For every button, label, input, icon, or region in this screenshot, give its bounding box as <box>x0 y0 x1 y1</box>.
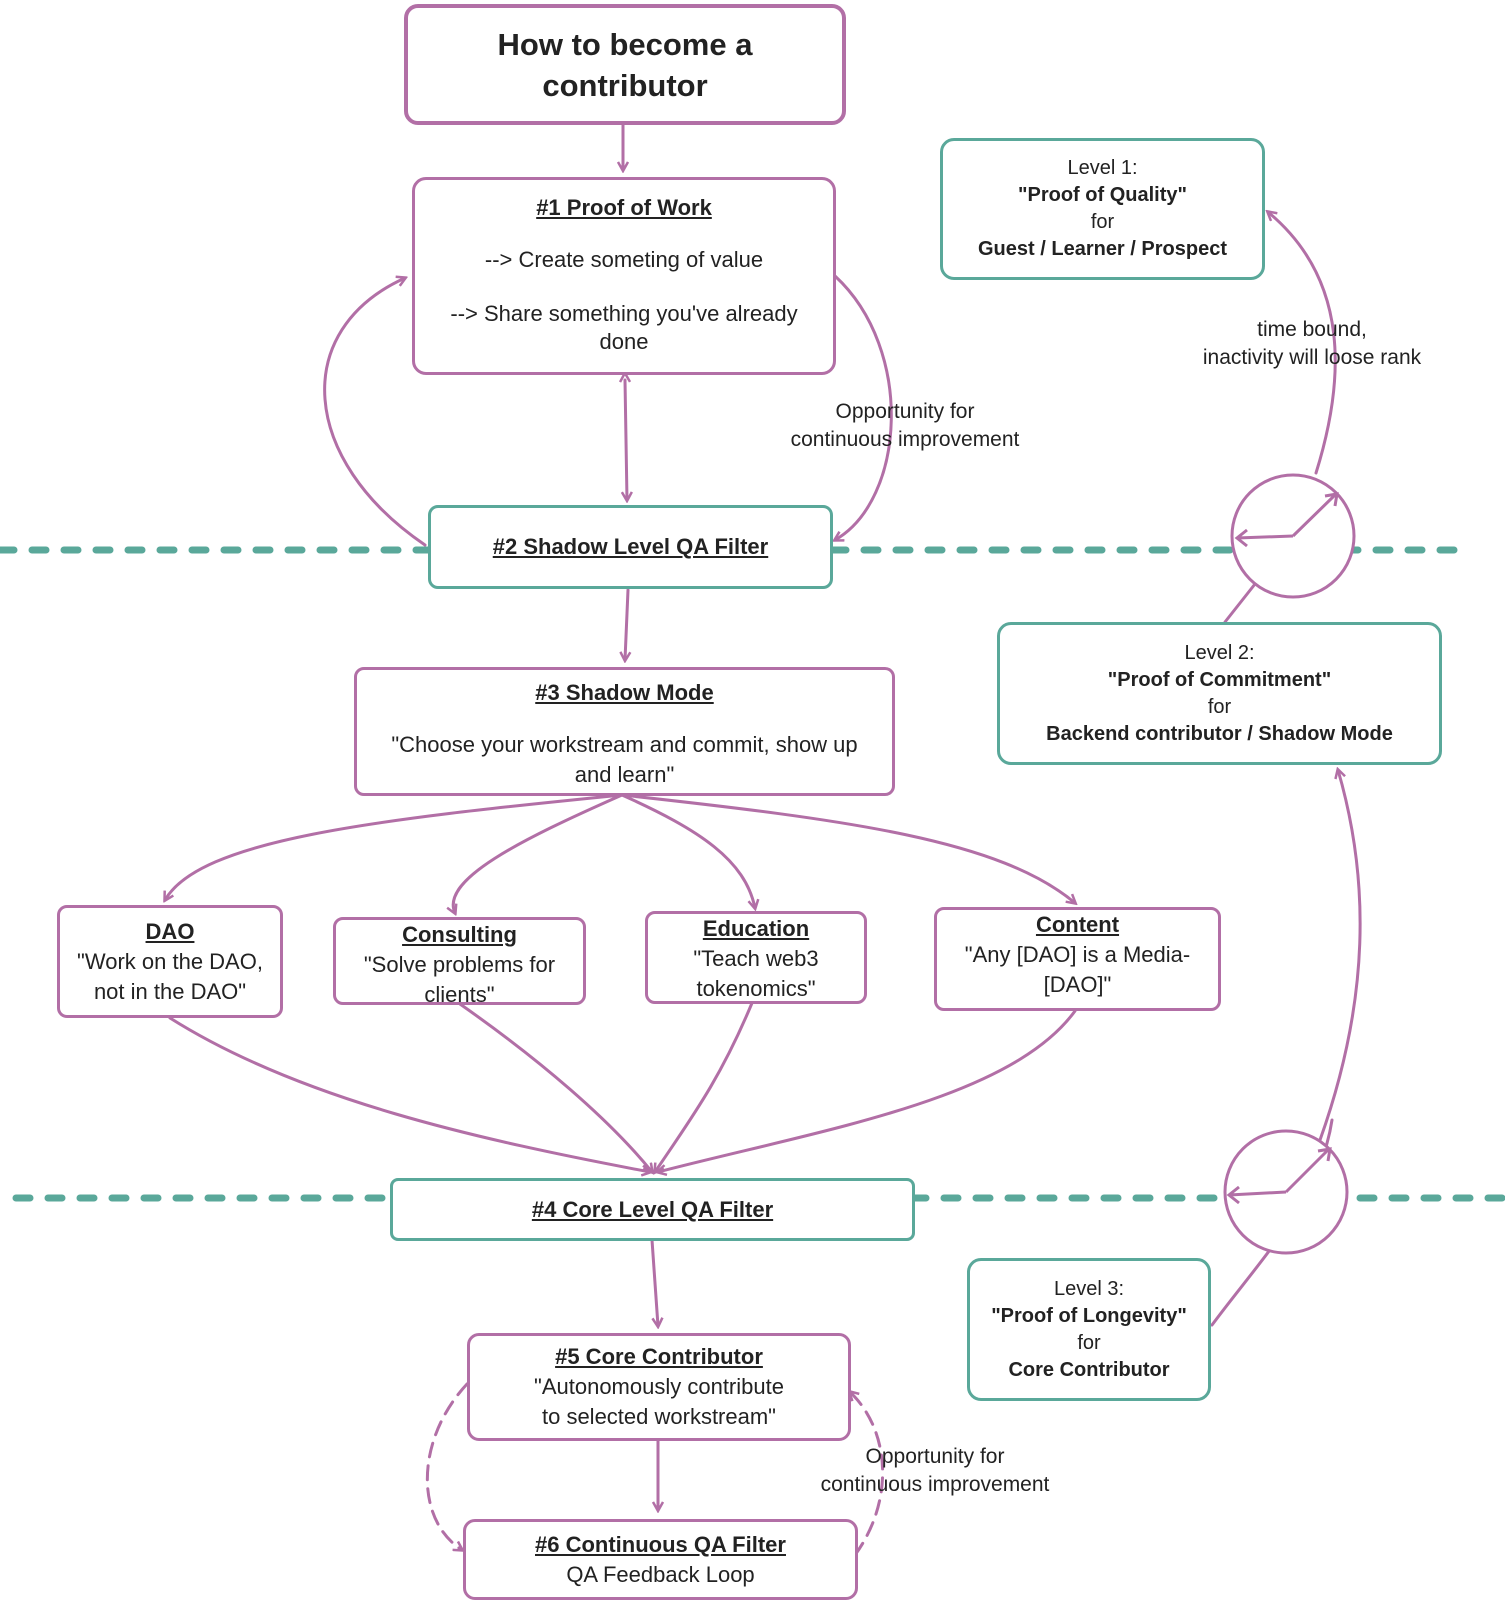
workstream-content-line1: "Any [DAO] is a Media- <box>964 942 1191 967</box>
level3-line2: "Proof of Longevity" <box>991 1304 1187 1327</box>
workstream-education-title: Education <box>702 916 810 941</box>
step1-box: #1 Proof of Work --> Create someting of … <box>412 177 836 375</box>
loop-step5-to-step6-dashed <box>425 1382 469 1550</box>
step2-title: #2 Shadow Level QA Filter <box>492 534 769 559</box>
diagram-title-line1: How to become a <box>497 26 753 62</box>
step6-title: #6 Continuous QA Filter <box>535 1531 786 1557</box>
workstream-consulting-title: Consulting <box>402 922 517 947</box>
opportunity-label-top: Opportunity for continuous improvement <box>770 398 1040 454</box>
workstream-education-line2: tokenomics" <box>696 976 816 1001</box>
level3-line4: Core Contributor <box>1008 1358 1170 1381</box>
level3-line1: Level 3: <box>1053 1277 1125 1300</box>
workstream-content-box: Content "Any [DAO] is a Media- [DAO]" <box>934 907 1221 1011</box>
step6-box: #6 Continuous QA Filter QA Feedback Loop <box>463 1519 858 1600</box>
step3-title: #3 Shadow Mode <box>535 680 714 705</box>
step4-title: #4 Core Level QA Filter <box>531 1196 774 1222</box>
workstream-content-title: Content <box>1035 912 1120 937</box>
level3-box: Level 3: "Proof of Longevity" for Core C… <box>967 1258 1211 1401</box>
level2-line1: Level 2: <box>1184 641 1255 664</box>
clock-icon <box>1223 1129 1349 1255</box>
workstream-content-line2: [DAO]" <box>1043 972 1112 997</box>
step6-line1: QA Feedback Loop <box>566 1561 755 1587</box>
level1-box: Level 1: "Proof of Quality" for Guest / … <box>940 138 1265 280</box>
step4-box: #4 Core Level QA Filter <box>390 1178 915 1241</box>
workstream-dao-line2: not in the DAO" <box>93 978 247 1004</box>
level1-line3: for <box>1090 211 1115 233</box>
opportunity-label-top-line1: Opportunity for <box>835 400 975 423</box>
step5-title: #5 Core Contributor <box>555 1344 763 1369</box>
workstream-consulting-line2: clients" <box>424 982 495 1007</box>
arrow-step1-step2 <box>625 380 627 500</box>
loop-step2-to-step1 <box>323 278 427 547</box>
arrow-step2-to-step3 <box>625 588 628 660</box>
step1-title: #1 Proof of Work <box>536 195 712 220</box>
opportunity-label-bottom: Opportunity for continuous improvement <box>800 1443 1070 1499</box>
opportunity-label-bottom-line1: Opportunity for <box>865 1445 1005 1468</box>
workstream-dao-box: DAO "Work on the DAO, not in the DAO" <box>57 905 283 1018</box>
step3-line1: "Choose your workstream and commit, show… <box>391 732 858 757</box>
time-bound-label: time bound, inactivity will loose rank <box>1172 316 1452 372</box>
arrow-step3-to-dao <box>165 793 624 900</box>
level2-line2: "Proof of Commitment" <box>1107 668 1332 691</box>
arrow-step3-to-education <box>620 793 755 908</box>
step1-line2: --> Share something you've already <box>450 301 798 326</box>
workstream-dao-line1: "Work on the DAO, <box>77 948 263 974</box>
clock-icon <box>1230 473 1356 599</box>
loop-step1-to-step2 <box>835 274 893 540</box>
workstream-dao-title: DAO <box>145 918 195 944</box>
level2-line4: Backend contributor / Shadow Mode <box>1046 722 1393 745</box>
workstream-consulting-line1: "Solve problems for <box>363 952 556 977</box>
step5-line1: "Autonomously contribute <box>534 1374 784 1399</box>
loop-step6-to-step5-dashed <box>850 1392 884 1557</box>
arrow-step4-to-step5 <box>650 1238 658 1326</box>
opportunity-label-bottom-line2: continuous improvement <box>820 1473 1050 1496</box>
step1-line1: --> Create someting of value <box>484 247 764 272</box>
time-bound-line1: time bound, <box>1257 318 1367 341</box>
arrow-consulting-to-step4 <box>458 1002 652 1172</box>
arrow-step3-to-consulting <box>453 793 624 913</box>
level1-line2: "Proof of Quality" <box>1018 184 1187 206</box>
step3-box: #3 Shadow Mode "Choose your workstream a… <box>354 667 895 796</box>
arrow-content-to-step4 <box>658 1009 1077 1172</box>
diagram-title-box: How to become a contributor <box>404 4 846 125</box>
time-bound-line2: inactivity will loose rank <box>1202 346 1422 369</box>
step5-line2: to selected workstream" <box>541 1404 776 1429</box>
level1-line1: Level 1: <box>1067 157 1138 179</box>
link-level2-to-clock <box>1223 582 1257 624</box>
step5-box: #5 Core Contributor "Autonomously contri… <box>467 1333 851 1441</box>
workstream-education-line1: "Teach web3 <box>693 946 819 971</box>
level2-box: Level 2: "Proof of Commitment" for Backe… <box>997 622 1442 765</box>
diagram-title-line2: contributor <box>542 67 708 103</box>
level3-line3: for <box>1077 1331 1101 1354</box>
opportunity-label-top-line2: continuous improvement <box>790 428 1020 451</box>
level2-line3: for <box>1207 695 1232 718</box>
step2-box: #2 Shadow Level QA Filter <box>428 505 833 589</box>
workstream-education-box: Education "Teach web3 tokenomics" <box>645 911 867 1004</box>
arrow-level3-to-level2-upper <box>1318 770 1362 1142</box>
step3-line2: and learn" <box>574 762 675 787</box>
step1-line3: done <box>599 329 649 354</box>
workstream-consulting-box: Consulting "Solve problems for clients" <box>333 917 586 1007</box>
level1-line4: Guest / Learner / Prospect <box>978 238 1227 260</box>
arrow-education-to-step4 <box>655 1001 754 1172</box>
arrow-level2-to-level1 <box>1268 212 1337 475</box>
arrow-step3-to-content <box>620 793 1075 903</box>
arrow-dao-to-step4 <box>168 1016 650 1172</box>
